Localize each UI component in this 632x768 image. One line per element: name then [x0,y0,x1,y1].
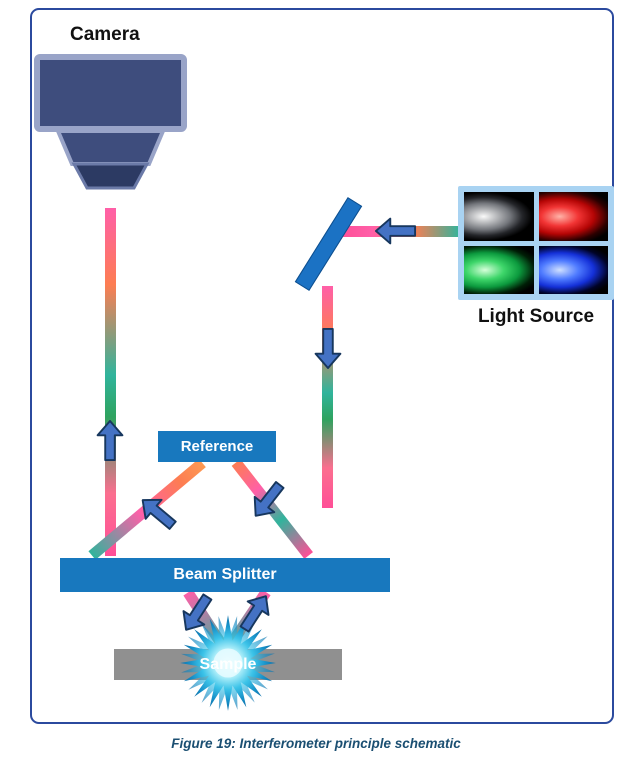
mirror-down-beam [322,286,333,508]
reference-box: Reference [158,431,276,462]
figure-caption: Figure 19: Interferometer principle sche… [171,736,461,751]
arrow-left-icon [375,216,417,246]
light-source-red-beam-icon [538,192,608,241]
camera-icon [33,53,188,198]
light-source-green-beam-icon [464,245,534,294]
sample-label-wrap: Sample [114,649,342,680]
light-source-white-beam-icon [464,192,534,241]
arrow-up-icon [95,420,125,462]
beam-splitter-bar: Beam Splitter [60,558,390,592]
arrow-down-icon [313,327,343,369]
light-source-label: Light Source [477,306,595,327]
light-source-blue-beam-icon [538,245,608,294]
camera-beam [105,208,116,556]
sample-label: Sample [199,655,257,673]
light-source-panel [458,186,614,300]
camera-label: Camera [70,24,140,45]
beam-splitter-label: Beam Splitter [173,566,277,583]
reference-label: Reference [180,438,254,455]
sample-scatter-icon [171,606,285,720]
